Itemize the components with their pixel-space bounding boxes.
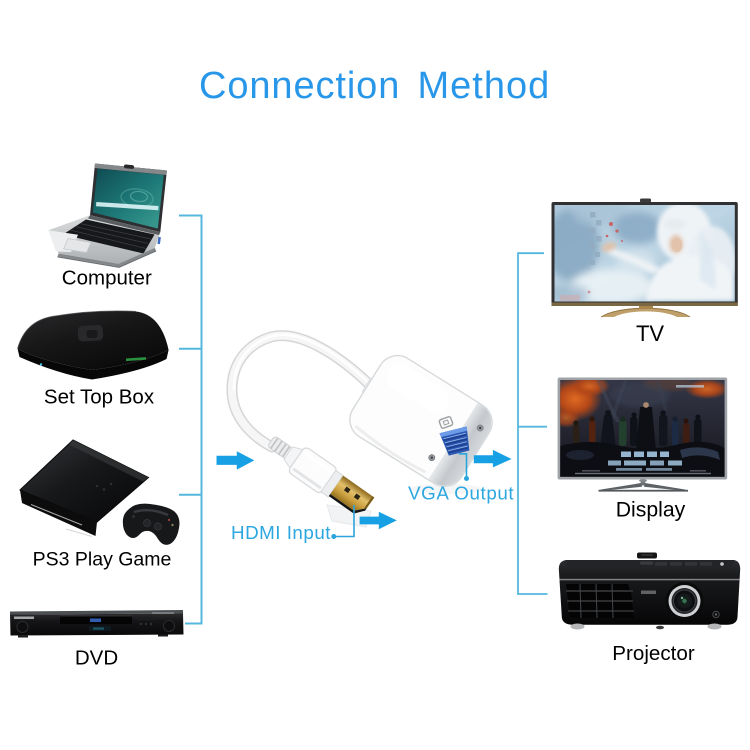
svg-text:PS3 Play Game: PS3 Play Game: [33, 548, 172, 570]
svg-text:Projector: Projector: [612, 642, 695, 665]
svg-text:Computer: Computer: [62, 266, 152, 289]
svg-text:TV: TV: [636, 321, 664, 346]
svg-text:HDMI Input: HDMI Input: [231, 522, 331, 543]
svg-text:Connection: Connection: [199, 65, 400, 107]
svg-text:Display: Display: [616, 498, 686, 521]
svg-text:Set Top Box: Set Top Box: [44, 386, 155, 409]
svg-text:DVD: DVD: [75, 647, 118, 670]
svg-text:VGA Output: VGA Output: [408, 483, 514, 504]
svg-text:Method: Method: [418, 65, 551, 107]
